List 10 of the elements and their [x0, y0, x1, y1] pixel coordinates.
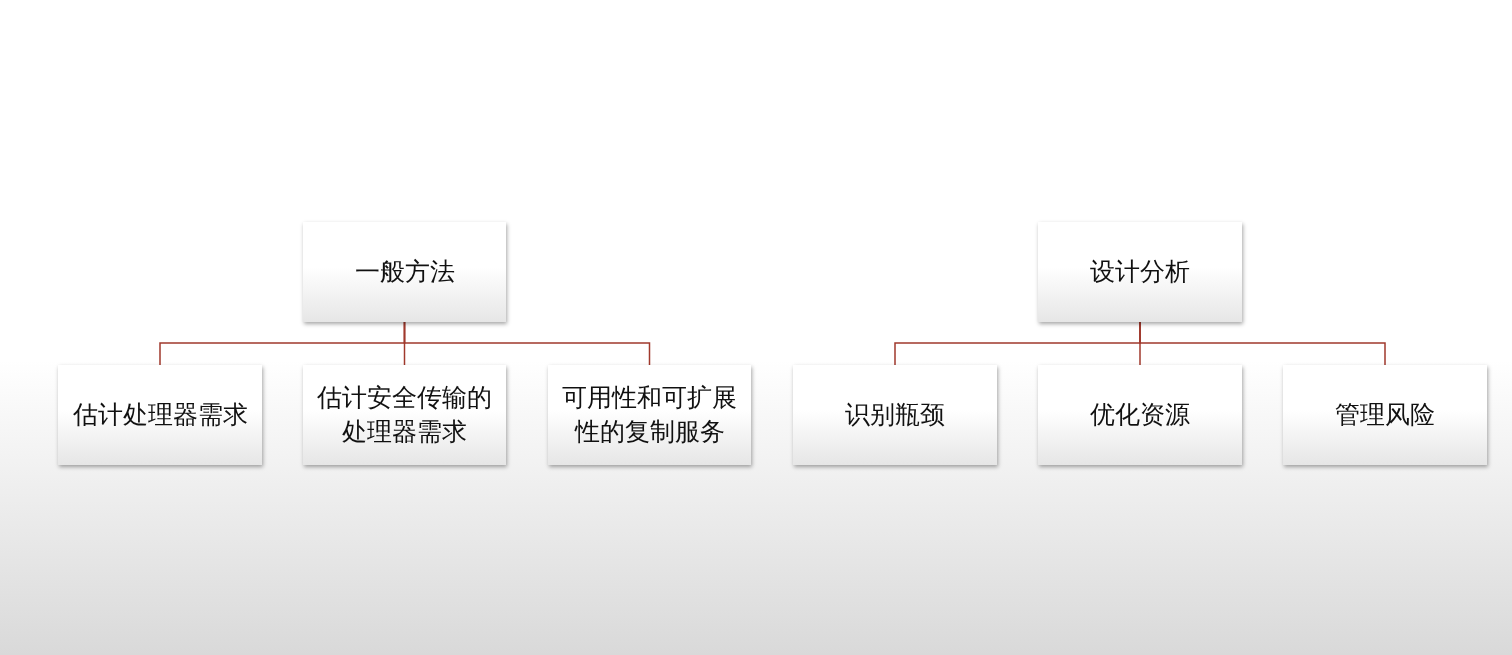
- process-box: 识别瓶颈: [793, 365, 997, 465]
- process-box: 一般方法: [303, 222, 506, 322]
- process-box: 优化资源: [1038, 365, 1242, 465]
- connector-line: [403, 321, 651, 366]
- connector-line: [1139, 321, 1386, 366]
- process-box: 可用性和可扩展性的复制服务: [548, 365, 751, 465]
- process-box: 设计分析: [1038, 222, 1242, 322]
- process-box: 估计处理器需求: [58, 365, 262, 465]
- process-box: 管理风险: [1283, 365, 1487, 465]
- process-box: 估计安全传输的处理器需求: [303, 365, 506, 465]
